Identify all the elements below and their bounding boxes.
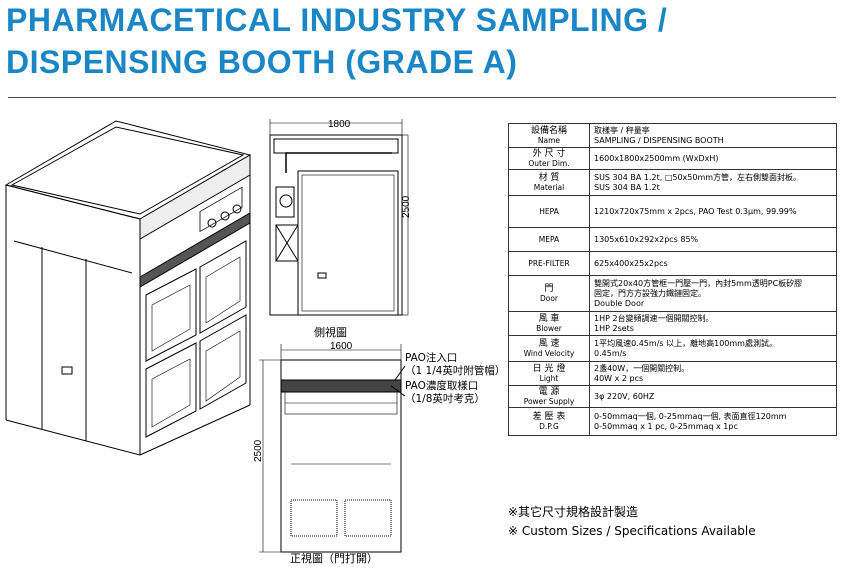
spec-value-line: 1600x1800x2500mm (WxDxH) xyxy=(594,153,719,163)
spec-value-line: 3φ 220V, 60HZ xyxy=(594,391,655,401)
spec-key-en: Outer Dim. xyxy=(528,158,570,168)
spec-key-en: HEPA xyxy=(539,206,559,216)
spec-value-line: 0.45m/s xyxy=(594,348,627,358)
spec-key: PRE-FILTER xyxy=(508,251,590,276)
side-view-drawing xyxy=(269,119,409,316)
spec-key-en: Name xyxy=(537,135,561,145)
spec-key-zh: 門 xyxy=(544,283,554,294)
spec-key-zh: 日 光 燈 xyxy=(532,363,566,374)
isometric-booth-drawing xyxy=(4,120,252,456)
spec-key: HEPA xyxy=(508,195,590,228)
spec-key-en: D.P.G xyxy=(539,421,559,431)
side-view-caption: 側視圖 xyxy=(314,326,347,339)
spec-value: 3φ 220V, 60HZ xyxy=(589,385,837,408)
spec-value: 1平均風速0.45m/s 以上，離地高100mm處測試。0.45m/s xyxy=(589,335,837,362)
spec-value-line: 取樣亭 / 秤量亭 xyxy=(594,125,650,135)
spec-key-zh: 風 車 xyxy=(538,313,560,324)
spec-value-line: 雙開式20x40方管框一門壓一門，內封5mm透明PC板矽膠 xyxy=(594,278,803,288)
spec-key-zh: 風 速 xyxy=(538,338,560,349)
pao-sample-note: PAO濃度取樣口 （1/8英吋考克） xyxy=(405,380,485,406)
pao-sample-line2: （1/8英吋考克） xyxy=(405,393,485,405)
spec-value: 雙開式20x40方管框一門壓一門，內封5mm透明PC板矽膠固定，門方方設強力鐵鏈… xyxy=(589,275,837,312)
custom-note-en: ※ Custom Sizes / Specifications Availabl… xyxy=(508,524,756,538)
spec-value-line: 1HP 2台變頻調速一個開關控制。 xyxy=(594,313,714,323)
spec-value-line: 625x400x25x2pcs xyxy=(594,258,668,268)
spec-value-line: 0-50mmaq x 1 pc, 0-25mmaq x 1pc xyxy=(594,421,738,431)
spec-key-zh: 外 尺 寸 xyxy=(532,148,566,159)
spec-key-zh: 差 壓 表 xyxy=(532,411,566,422)
spec-key-en: Door xyxy=(539,293,559,303)
spec-value: 1600x1800x2500mm (WxDxH) xyxy=(589,147,837,170)
spec-row: MEPA 1305x610x292x2pcs 85% xyxy=(508,227,837,252)
front-width-label: 1600 xyxy=(330,341,353,352)
spec-key-en: Blower xyxy=(536,323,562,333)
spec-key-zh: 設備名稱 xyxy=(530,125,567,136)
spec-key-en: PRE-FILTER xyxy=(528,258,570,268)
front-view-caption: 正視圖（門打開） xyxy=(290,552,378,565)
spec-row: HEPA 1210x720x75mm x 2pcs, PAO Test 0.3μm… xyxy=(508,195,837,228)
spec-key: MEPA xyxy=(508,227,590,252)
spec-value: 1HP 2台變頻調速一個開關控制。1HP 2sets xyxy=(589,311,837,336)
spec-value-line: 1平均風速0.45m/s 以上，離地高100mm處測試。 xyxy=(594,338,777,348)
custom-note-zh: ※其它尺寸規格設計製造 xyxy=(508,505,639,519)
spec-value-line: Double Door xyxy=(594,298,645,308)
spec-row: PRE-FILTER 625x400x25x2pcs xyxy=(508,251,837,276)
pao-inlet-line1: PAO注入口 xyxy=(405,352,458,364)
spec-value: 625x400x25x2pcs xyxy=(589,251,837,276)
spec-key-en: Wind Velocity xyxy=(523,348,575,358)
pao-inlet-note: PAO注入口 （1 1/4英吋附管帽） xyxy=(405,352,505,378)
spec-key-en: Material xyxy=(533,182,565,192)
spec-key-en: Power Supply xyxy=(523,396,575,406)
spec-key-zh: 電 源 xyxy=(538,386,560,397)
front-height-label: 2500 xyxy=(253,439,264,462)
spec-key-zh: 材 質 xyxy=(538,172,560,183)
title-divider xyxy=(8,97,836,98)
spec-value-line: SAMPLING / DISPENSING BOOTH xyxy=(594,135,724,145)
spec-key-en: Light xyxy=(539,373,559,383)
side-width-label: 1800 xyxy=(328,119,351,130)
front-view-drawing xyxy=(259,344,406,553)
spec-value-line: 固定，門方方設強力鐵鏈固定。 xyxy=(594,288,706,298)
side-height-label: 2500 xyxy=(401,195,412,218)
spec-value: 1210x720x75mm x 2pcs, PAO Test 0.3μm, 99… xyxy=(589,195,837,228)
spec-value-line: 2盞40W，一個開關控制。 xyxy=(594,363,690,373)
spec-value-line: 40W x 2 pcs xyxy=(594,373,644,383)
spec-value: 1305x610x292x2pcs 85% xyxy=(589,227,837,252)
page-title-line1: PHARMACETICAL INDUSTRY SAMPLING / xyxy=(6,2,668,38)
spec-value-line: SUS 304 BA 1.2t, □50x50mm方管，左右側雙面封板。 xyxy=(594,172,802,182)
spec-value-line: 1HP 2sets xyxy=(594,323,634,333)
spec-value-line: 1305x610x292x2pcs 85% xyxy=(594,234,699,244)
spec-key-en: MEPA xyxy=(538,234,560,244)
spec-value-line: 0-50mmaq一個, 0-25mmaq一個, 表面直徑120mm xyxy=(594,411,787,421)
spec-value: 2盞40W，一個開關控制。40W x 2 pcs xyxy=(589,361,837,386)
spec-value-line: SUS 304 BA 1.2t xyxy=(594,182,660,192)
pao-sample-line1: PAO濃度取樣口 xyxy=(405,380,479,392)
pao-inlet-line2: （1 1/4英吋附管帽） xyxy=(405,365,506,377)
spec-value: SUS 304 BA 1.2t, □50x50mm方管，左右側雙面封板。SUS … xyxy=(589,169,837,196)
page-title-line2: DISPENSING BOOTH (GRADE A) xyxy=(6,44,518,80)
spec-value-line: 1210x720x75mm x 2pcs, PAO Test 0.3μm, 99… xyxy=(594,206,797,216)
